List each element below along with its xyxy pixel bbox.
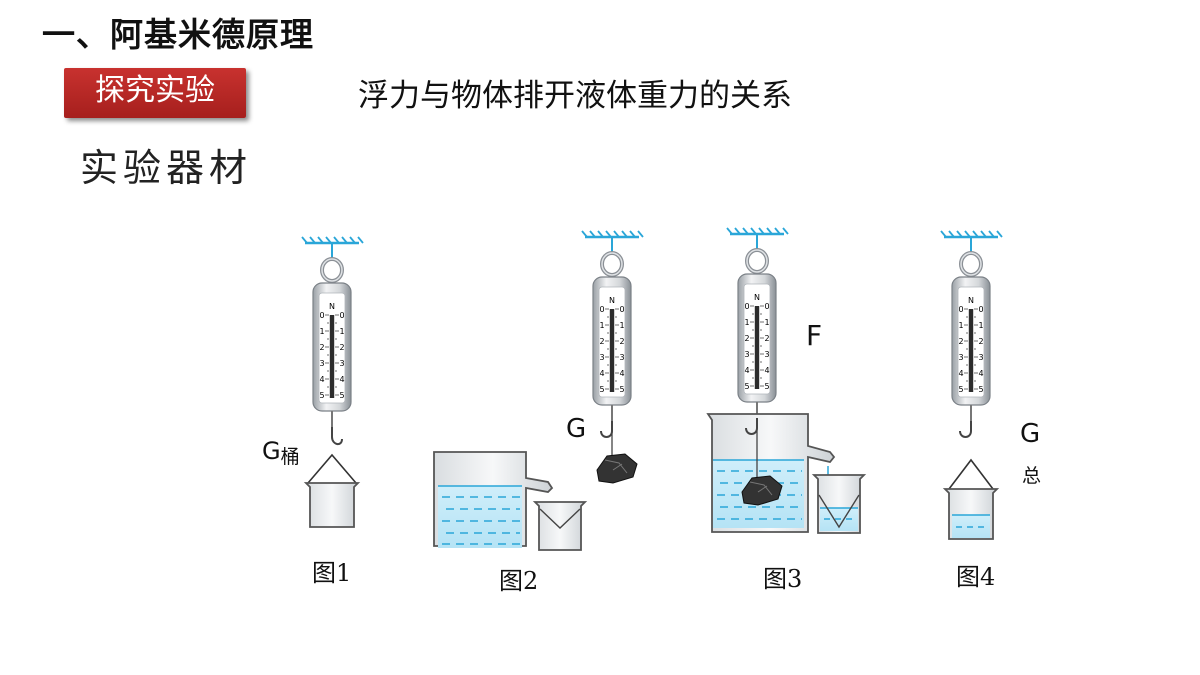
scale-tick-label: 5 — [958, 385, 963, 394]
figure-4: G 总 图4 — [939, 229, 1041, 591]
label-f: F — [806, 319, 822, 352]
scale-tick-label: 1 — [319, 327, 324, 336]
scale-tick-label: 5 — [744, 382, 749, 391]
label-g-total-sub: 总 — [1022, 465, 1041, 487]
hook-icon — [331, 427, 343, 445]
scale-labels-1: N0 0 1 1 2 2 3 3 4 4 5 5 — [319, 302, 344, 400]
scale-tick-label: 3 — [619, 353, 624, 362]
scale-tick-label: 1 — [978, 321, 983, 330]
scale-unit: N — [968, 296, 974, 305]
scale-labels-3: N0 0 1 1 2 2 3 3 4 4 5 5 — [744, 293, 769, 391]
scale-tick-label: 5 — [319, 391, 324, 400]
scale-tick-label: 4 — [744, 366, 749, 375]
stone-immersed — [741, 475, 783, 506]
scale-tick-label: 0 — [764, 302, 769, 311]
scale-tick-label: 5 — [978, 385, 983, 394]
scale-tick-label: 4 — [978, 369, 983, 378]
scale-tick-label: 0 — [319, 311, 324, 320]
scale-tick-label: 3 — [744, 350, 749, 359]
scale-tick-label: 3 — [319, 359, 324, 368]
label-g-bucket: G桶 — [262, 437, 300, 468]
figure-2: G 图2 — [433, 229, 645, 595]
scale-tick-label: 5 — [339, 391, 344, 400]
scale-tick-label: 4 — [319, 375, 324, 384]
spring-scale-3 — [725, 226, 790, 420]
scale-labels-2: N0 0 1 1 2 2 3 3 4 4 5 5 — [599, 296, 624, 394]
label-g-total: G — [1020, 419, 1040, 449]
scale-tick-label: 3 — [978, 353, 983, 362]
figure-1: G桶 图1 — [262, 235, 365, 587]
caption-fig4: 图4 — [956, 563, 995, 591]
scale-tick-label: 4 — [958, 369, 963, 378]
scale-tick-label: 0 — [619, 305, 624, 314]
scale-tick-label: 2 — [764, 334, 769, 343]
spring-scale-2 — [580, 229, 645, 423]
scale-tick-label: 3 — [599, 353, 604, 362]
experiment-badge: 探究实验 — [64, 68, 246, 118]
scale-tick-label: 5 — [619, 385, 624, 394]
scale-tick-label: 3 — [958, 353, 963, 362]
scale-labels-4: N0 0 1 1 2 2 3 3 4 4 5 5 — [958, 296, 983, 394]
caption-fig3: 图3 — [763, 565, 802, 593]
scale-tick-label: 2 — [958, 337, 963, 346]
caption-fig1: 图1 — [312, 559, 351, 587]
scale-tick-label: 4 — [619, 369, 624, 378]
figure-3: F 图3 — [706, 226, 867, 593]
small-bucket — [532, 501, 588, 551]
scale-tick-label: 4 — [764, 366, 769, 375]
section-heading: 实验器材 — [80, 146, 253, 190]
experiment-subtitle: 浮力与物体排开液体重力的关系 — [358, 78, 792, 114]
scale-tick-label: 4 — [339, 375, 344, 384]
scale-tick-label: 4 — [599, 369, 604, 378]
scale-tick-label: 3 — [339, 359, 344, 368]
scale-tick-label: 1 — [958, 321, 963, 330]
scale-unit: N — [329, 302, 335, 311]
scale-tick-label: 5 — [764, 382, 769, 391]
scale-tick-label: 2 — [978, 337, 983, 346]
scale-unit: N — [609, 296, 615, 305]
scale-tick-label: 0 — [744, 302, 749, 311]
scale-tick-label: 2 — [599, 337, 604, 346]
scale-tick-label: 2 — [319, 343, 324, 352]
scale-tick-label: 1 — [599, 321, 604, 330]
spring-scale-4 — [939, 229, 1004, 423]
scale-tick-label: 2 — [744, 334, 749, 343]
spring-scale-1 — [300, 235, 365, 429]
scale-tick-label: 0 — [339, 311, 344, 320]
scale-tick-label: 5 — [599, 385, 604, 394]
scale-tick-label: 1 — [339, 327, 344, 336]
page-title: 一、阿基米德原理 — [42, 15, 314, 54]
scale-tick-label: 3 — [764, 350, 769, 359]
scale-tick-label: 0 — [599, 305, 604, 314]
scale-tick-label: 1 — [744, 318, 749, 327]
scale-tick-label: 0 — [958, 305, 963, 314]
stone — [596, 453, 638, 484]
scale-tick-label: 1 — [764, 318, 769, 327]
scale-unit: N — [754, 293, 760, 302]
caption-fig2: 图2 — [499, 567, 538, 595]
scale-tick-label: 2 — [619, 337, 624, 346]
bucket — [303, 482, 361, 528]
scale-tick-label: 0 — [978, 305, 983, 314]
scale-tick-label: 2 — [339, 343, 344, 352]
label-g-object: G — [566, 414, 586, 444]
scale-tick-label: 1 — [619, 321, 624, 330]
